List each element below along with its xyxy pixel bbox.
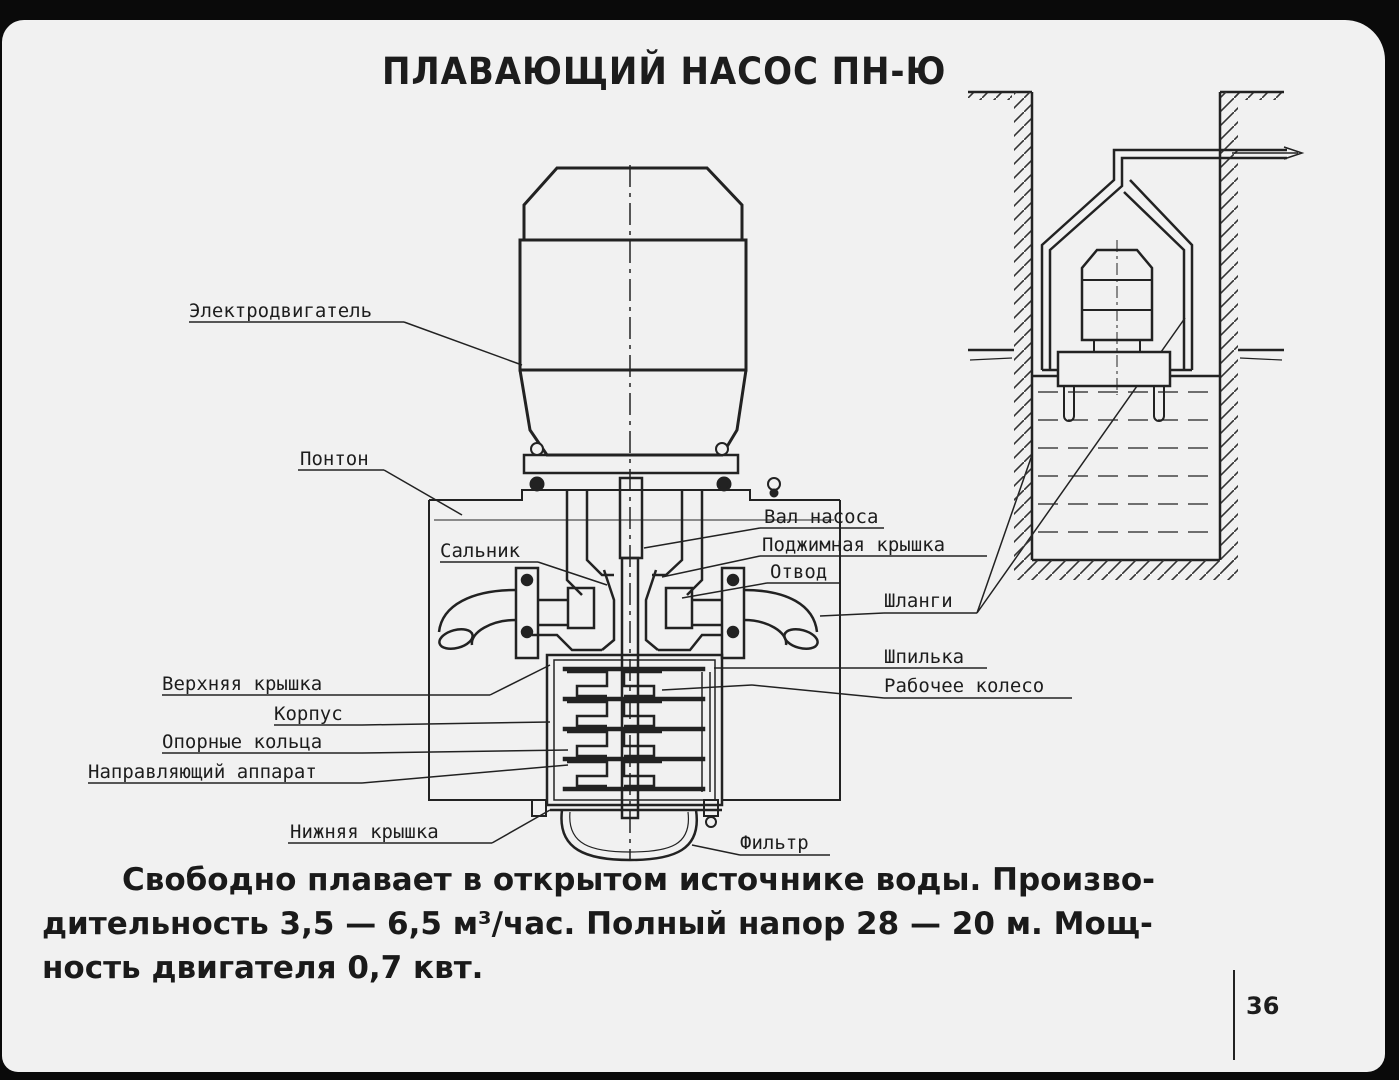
slide-frame: ПЛАВАЮЩИЙ НАСОС ПН-Ю Электродвигатель По…	[2, 20, 1385, 1072]
description-line-2: дительность 3,5 — 6,5 м³/час. Полный нап…	[42, 906, 1153, 942]
motor	[518, 166, 781, 498]
label-support-rings: Опорные кольца	[162, 731, 323, 753]
label-gland: Сальник	[440, 540, 521, 562]
description: Свободно плавает в открытом источнике во…	[42, 858, 1222, 990]
label-motor: Электродвигатель	[189, 300, 373, 322]
filter	[531, 799, 719, 862]
label-pontoon: Понтон	[300, 448, 369, 470]
pontoon	[428, 489, 841, 801]
pump-casing	[545, 653, 724, 812]
label-filter: Фильтр	[740, 832, 809, 854]
pump-diagram	[88, 90, 1305, 862]
hose-elbows	[437, 588, 819, 650]
page-number-divider	[1233, 970, 1235, 1060]
description-line-1: Свободно плавает в открытом источнике во…	[122, 862, 1155, 898]
label-lower-cover: Нижняя крышка	[290, 821, 439, 843]
well-installation	[968, 90, 1305, 580]
page-title: ПЛАВАЮЩИЙ НАСОС ПН-Ю	[382, 50, 947, 93]
label-impeller: Рабочее колесо	[884, 675, 1045, 697]
label-outlet: Отвод	[770, 561, 828, 583]
pump-stages	[562, 666, 711, 792]
label-upper-cover: Верхняя крышка	[162, 673, 323, 695]
label-shaft: Вал насоса	[764, 506, 879, 528]
label-pressure-cover: Поджимная крышка	[762, 534, 946, 556]
label-guide-apparatus: Направляющий аппарат	[88, 761, 317, 783]
description-line-3: ность двигателя 0,7 квт.	[42, 950, 484, 986]
label-stud: Шпилька	[884, 646, 965, 668]
label-casing: Корпус	[274, 703, 343, 725]
gland	[514, 566, 746, 660]
label-hoses: Шланги	[884, 590, 953, 612]
pump-shaft	[618, 165, 644, 860]
page-number: 36	[1246, 992, 1280, 1020]
